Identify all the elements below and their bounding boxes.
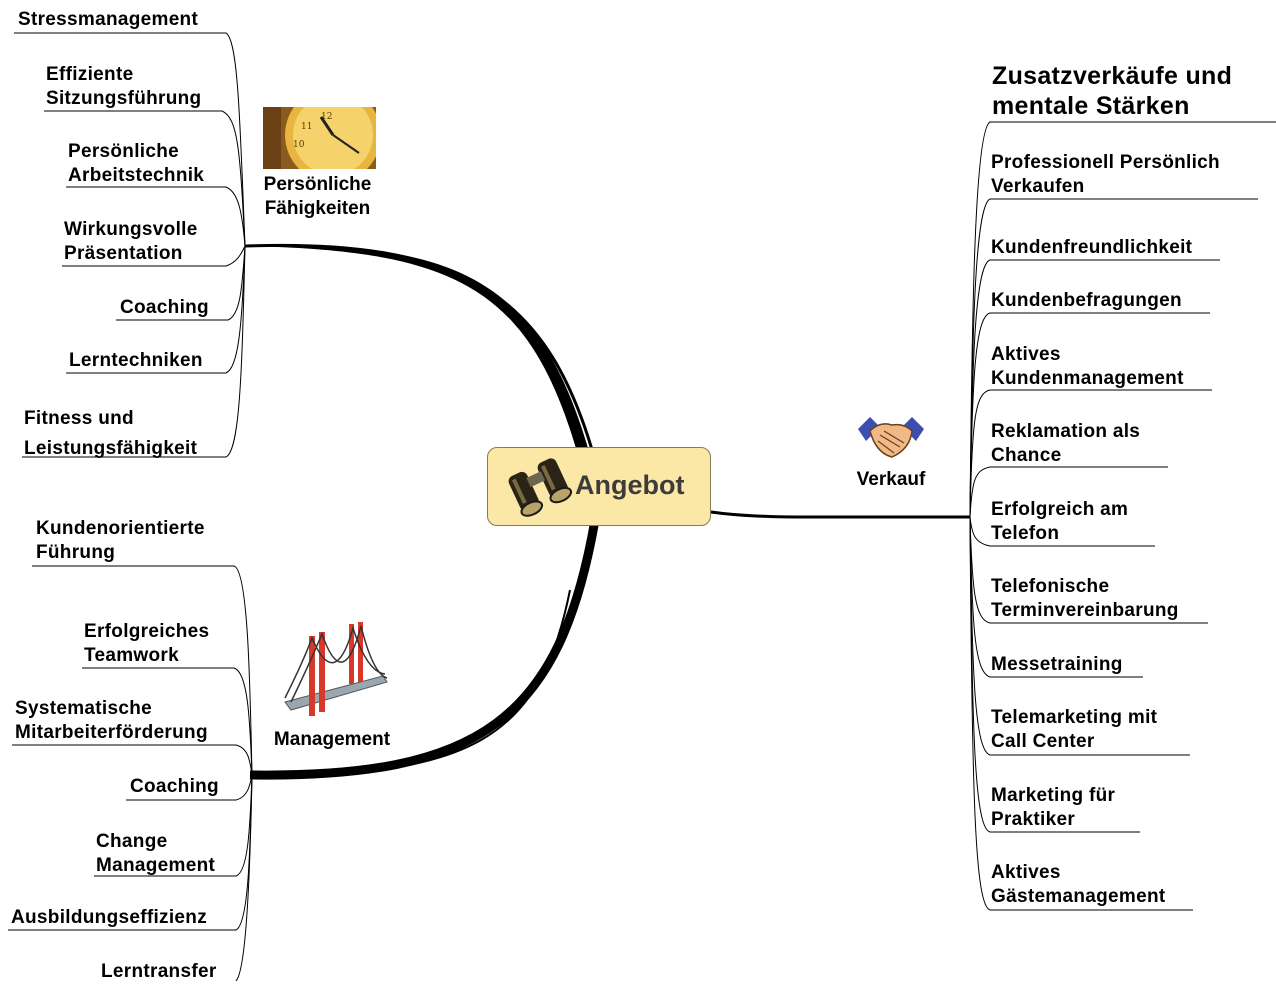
- central-topic-label: Angebot: [575, 470, 685, 500]
- topic-management-2[interactable]: Erfolgreiches Teamwork: [84, 621, 210, 666]
- branch-line-sales: [710, 510, 970, 519]
- binoculars-icon: [508, 458, 573, 517]
- topic-sales-2[interactable]: Professionell Persönlich Verkaufen: [991, 152, 1220, 197]
- topic-personal-1[interactable]: Stressmanagement: [18, 9, 199, 30]
- handshake-icon: [858, 417, 924, 458]
- topic-management-6[interactable]: Ausbildungseffizienz: [11, 907, 207, 928]
- topic-management-4[interactable]: Coaching: [130, 776, 219, 797]
- branch-label-personal[interactable]: Persönliche Fähigkeiten: [263, 174, 372, 219]
- topic-personal-5[interactable]: Coaching: [120, 297, 209, 318]
- svg-text:10: 10: [293, 140, 305, 150]
- bridge-icon: [284, 622, 388, 716]
- topic-management-1[interactable]: Kundenorientierte Führung: [36, 518, 205, 563]
- topic-sales-10[interactable]: Telemarketing mit Call Center: [991, 707, 1158, 752]
- topic-sales-6[interactable]: Reklamation als Chance: [991, 421, 1141, 466]
- topic-sales-3[interactable]: Kundenfreundlichkeit: [991, 237, 1193, 258]
- topic-sales-9[interactable]: Messetraining: [991, 654, 1123, 675]
- topic-personal-3[interactable]: Persönliche Arbeitstechnik: [68, 141, 205, 186]
- branch-label-sales[interactable]: Verkauf: [856, 469, 926, 490]
- topic-sales-11[interactable]: Marketing für Praktiker: [991, 785, 1116, 830]
- branch-label-management[interactable]: Management: [273, 729, 391, 750]
- topic-personal-2[interactable]: Effiziente Sitzungsführung: [46, 64, 202, 109]
- clock-icon: 11 12 10: [263, 107, 376, 169]
- topic-sales-7[interactable]: Erfolgreich am Telefon: [991, 499, 1129, 544]
- topic-management-5[interactable]: Change Management: [96, 831, 216, 876]
- topic-sales-8[interactable]: Telefonische Terminvereinbarung: [991, 576, 1179, 621]
- topic-personal-7[interactable]: Fitness und Leistungsfähigkeit: [24, 408, 198, 459]
- topic-sales-1[interactable]: Zusatzverkäufe und mentale Stärken: [992, 62, 1233, 120]
- topic-management-7[interactable]: Lerntransfer: [101, 961, 217, 982]
- topic-personal-4[interactable]: Wirkungsvolle Präsentation: [64, 219, 198, 264]
- topic-management-3[interactable]: Systematische Mitarbeiterförderung: [15, 698, 208, 743]
- branch-line-personal: [245, 245, 590, 455]
- topic-personal-6[interactable]: Lerntechniken: [69, 350, 203, 371]
- topic-sales-12[interactable]: Aktives Gästemanagement: [991, 862, 1166, 907]
- topic-sales-4[interactable]: Kundenbefragungen: [991, 290, 1182, 311]
- topic-sales-5[interactable]: Aktives Kundenmanagement: [991, 344, 1184, 389]
- svg-text:11: 11: [301, 122, 312, 132]
- svg-text:12: 12: [321, 112, 332, 122]
